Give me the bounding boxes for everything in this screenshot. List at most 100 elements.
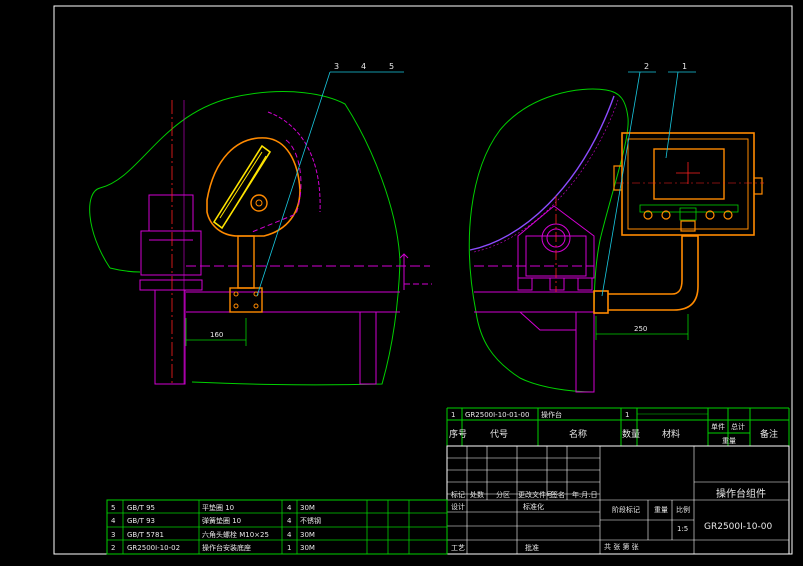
pl-hdr-remark: 备注 xyxy=(760,428,778,440)
left-console-swing-arc-2 xyxy=(251,139,302,233)
bom-mat: 30M xyxy=(300,504,315,512)
bom-grid xyxy=(107,500,447,554)
bom-qty: 4 xyxy=(287,531,292,539)
bom-row-0: 5 GB/T 95 平垫圈 10 4 30M xyxy=(111,503,315,512)
bom-name: 平垫圈 10 xyxy=(202,503,234,512)
left-console-body xyxy=(206,137,301,237)
tb-label-count: 处数 xyxy=(470,490,484,499)
tb-label-change-doc: 更改文件号 xyxy=(518,490,553,499)
bom-name: 弹簧垫圈 10 xyxy=(202,516,241,525)
left-view: 160 3 4 5 xyxy=(89,62,432,386)
panel-inner xyxy=(627,138,749,230)
tb-scale: 1:5 xyxy=(677,525,688,533)
tb-label-sign: 签名 xyxy=(551,490,565,499)
pl-row1-name: 操作台 xyxy=(541,410,562,419)
left-bracket-box xyxy=(148,194,194,232)
title-block: 标记 处数 分区 更改文件号 签名 年.月.日 设计 标准化 阶段标记 重量 比… xyxy=(446,445,790,555)
bom-name: 六角头螺栓 M10×25 xyxy=(202,530,269,539)
right-control-panel xyxy=(613,132,764,236)
pl-hdr-seq: 序号 xyxy=(449,428,467,440)
pl-hdr-weight: 重量 xyxy=(722,437,736,445)
bom-row-3: 2 GR2500Ⅰ-10-02 操作台安装底座 1 30M xyxy=(111,543,315,552)
left-console-stripe-2 xyxy=(225,155,267,223)
left-console xyxy=(206,111,321,313)
bom-no: 3 xyxy=(111,531,115,539)
left-console-stripe-1 xyxy=(219,151,263,219)
panel-handle-left xyxy=(613,165,622,191)
right-pipe xyxy=(608,235,699,311)
left-console-panel xyxy=(212,144,272,230)
left-foot xyxy=(139,279,203,291)
left-mount-bolt-1 xyxy=(233,291,239,297)
bom-qty: 1 xyxy=(287,544,291,552)
tb-label-standardize: 标准化 xyxy=(523,502,544,511)
right-column xyxy=(575,311,595,393)
bom-no: 5 xyxy=(111,504,115,512)
left-console-knob-inner xyxy=(255,199,263,207)
pl-row1-code: GR2500Ⅰ-10-01-00 xyxy=(465,411,529,419)
dim-160-label: 160 xyxy=(210,331,223,339)
bom-std: GB/T 95 xyxy=(127,504,155,512)
left-console-post xyxy=(237,235,255,289)
right-view: 250 2 1 xyxy=(468,62,764,393)
right-foot-r xyxy=(577,277,593,291)
left-machine-outline-lower xyxy=(109,267,141,273)
pl-hdr-unit: 单件 xyxy=(711,422,725,431)
bom-mat: 30M xyxy=(300,544,315,552)
panel-button-4 xyxy=(723,210,733,220)
pl-hdr-total: 总计 xyxy=(731,422,745,431)
balloon-4: 4 xyxy=(361,62,366,71)
balloon-3: 3 xyxy=(334,62,339,71)
panel-outer xyxy=(621,132,755,236)
pl-hdr-code: 代号 xyxy=(490,429,508,440)
tb-label-zone: 分区 xyxy=(496,490,510,499)
left-machine-outline xyxy=(89,91,401,386)
leader-3-4-5 xyxy=(256,71,331,297)
panel-screen xyxy=(653,148,725,200)
panel-handle-right xyxy=(754,177,763,195)
panel-button-3 xyxy=(705,210,715,220)
bom-std: GR2500Ⅰ-10-02 xyxy=(127,544,180,552)
pl-row1-no: 1 xyxy=(451,411,455,419)
tb-drawing-no: GR2500Ⅰ-10-00 xyxy=(704,522,772,532)
panel-button-row xyxy=(639,204,739,213)
tb-label-process: 工艺 xyxy=(451,544,465,552)
panel-key-grid xyxy=(679,207,697,221)
tb-revision-grid xyxy=(447,446,789,554)
right-foot-l xyxy=(517,277,533,291)
tb-label-date: 年.月.日 xyxy=(572,490,597,499)
tb-label-design: 设计 xyxy=(451,502,465,511)
left-console-swing-arc xyxy=(267,111,321,213)
panel-button-2 xyxy=(661,210,671,220)
bom-table: 5 GB/T 95 平垫圈 10 4 30M 4 GB/T 93 弹簧垫圈 10… xyxy=(106,499,448,555)
balloon-2: 2 xyxy=(644,62,649,71)
bom-row-2: 3 GB/T 5781 六角头螺栓 M10×25 4 30M xyxy=(111,530,315,539)
tb-label-ratio: 比例 xyxy=(676,505,690,514)
leader-1 xyxy=(665,71,679,159)
bom-std: GB/T 5781 xyxy=(127,531,164,539)
left-column-a xyxy=(154,289,186,385)
tb-part-title: 操作台组件 xyxy=(716,487,766,500)
right-foot-c xyxy=(549,277,565,291)
leader-2 xyxy=(601,71,641,297)
tb-label-stage: 阶段标记 xyxy=(612,505,640,514)
left-console-mount xyxy=(229,287,263,313)
tb-label-approve: 批准 xyxy=(525,543,539,552)
tb-label-weight: 重量 xyxy=(654,506,668,514)
bom-std: GB/T 93 xyxy=(127,517,155,525)
right-column-base xyxy=(519,311,576,331)
bom-qty: 4 xyxy=(287,504,292,512)
pl-hdr-name: 名称 xyxy=(569,428,587,440)
left-console-knob xyxy=(250,194,268,212)
pl-row1-qty: 1 xyxy=(625,411,629,419)
balloon-1: 1 xyxy=(682,62,687,71)
bom-no: 2 xyxy=(111,544,115,552)
bom-row-1: 4 GB/T 93 弹簧垫圈 10 4 不锈钢 xyxy=(111,516,321,525)
bom-name: 操作台安装底座 xyxy=(202,543,251,552)
right-hatch-arc-2 xyxy=(473,99,619,253)
pl-hdr-material: 材料 xyxy=(662,428,680,440)
balloon-5: 5 xyxy=(389,62,394,71)
left-column-b xyxy=(359,311,377,385)
left-bracket-base xyxy=(140,230,202,276)
